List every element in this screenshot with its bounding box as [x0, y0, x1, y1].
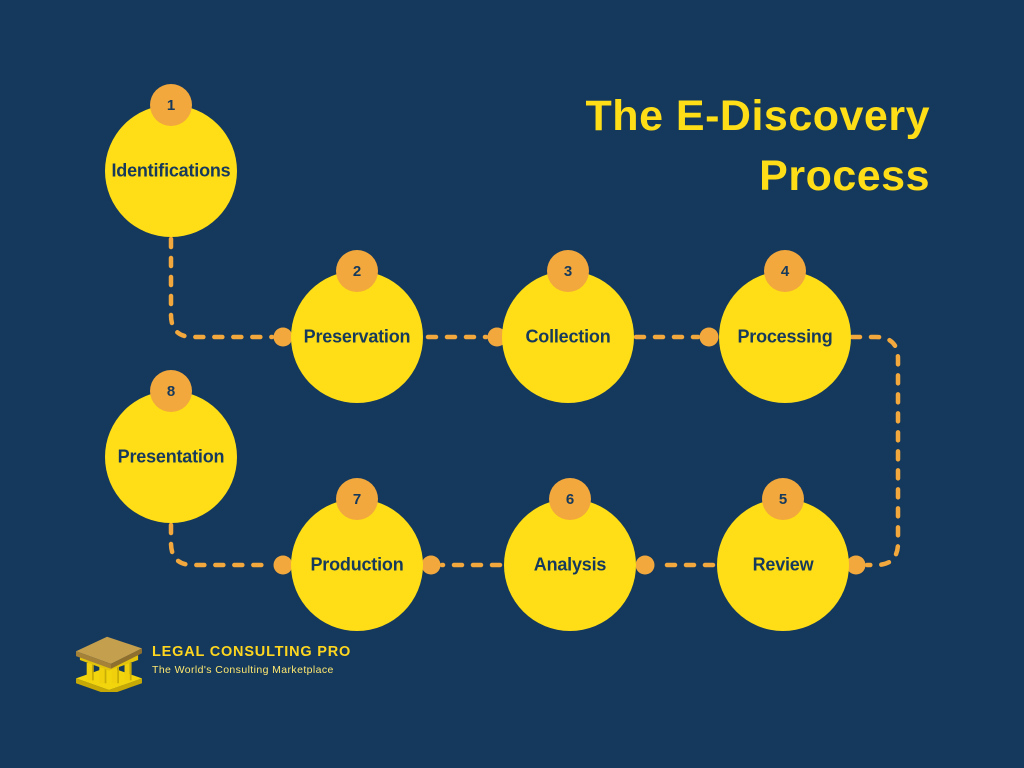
brand-text-block: LEGAL CONSULTING PRO The World's Consult…	[152, 644, 351, 676]
title-line-2: Process	[759, 152, 930, 200]
page-title: The E-Discovery Process	[586, 86, 930, 206]
step-number-badge: 3	[547, 250, 589, 292]
step-label: Analysis	[533, 554, 607, 575]
process-step-production: 7 Production	[291, 478, 423, 631]
step-label: Preservation	[303, 326, 411, 347]
brand-tagline: The World's Consulting Marketplace	[152, 664, 334, 676]
process-step-identifications: 1 Identifications	[105, 84, 237, 237]
step-label: Processing	[737, 326, 833, 347]
process-step-review: 5 Review	[717, 478, 849, 631]
brand-name: LEGAL CONSULTING PRO	[152, 644, 352, 660]
process-step-processing: 4 Processing	[719, 250, 851, 403]
connector-5-6-dot	[635, 555, 655, 575]
connector-6-7-dot	[421, 555, 441, 575]
connector-1-2	[168, 236, 275, 340]
step-number-badge: 5	[762, 478, 804, 520]
step-label: Production	[310, 554, 404, 575]
courthouse-icon	[76, 636, 142, 692]
step-number-badge: 6	[549, 478, 591, 520]
step-number-badge: 2	[336, 250, 378, 292]
step-number-badge: 4	[764, 250, 806, 292]
step-label: Collection	[525, 326, 611, 347]
process-step-presentation: 8 Presentation	[105, 370, 237, 523]
connector-1-2-dot	[273, 327, 293, 347]
step-label: Identifications	[111, 160, 231, 181]
step-label: Review	[752, 554, 814, 575]
step-number-badge: 7	[336, 478, 378, 520]
title-line-1: The E-Discovery	[585, 92, 930, 140]
step-label: Presentation	[117, 446, 225, 467]
process-step-preservation: 2 Preservation	[291, 250, 423, 403]
connector-8-7	[168, 522, 275, 568]
process-step-collection: 3 Collection	[502, 250, 634, 403]
connector-2-3-dot	[487, 327, 507, 347]
step-number-badge: 8	[150, 370, 192, 412]
process-step-analysis: 6 Analysis	[504, 478, 636, 631]
step-number-badge: 1	[150, 84, 192, 126]
connector-4-5-dot	[846, 555, 866, 575]
connector-4-5	[849, 334, 901, 568]
connector-8-7-dot	[273, 555, 293, 575]
connector-3-4-dot	[699, 327, 719, 347]
brand-logo: LEGAL CONSULTING PRO The World's Consult…	[70, 628, 351, 692]
